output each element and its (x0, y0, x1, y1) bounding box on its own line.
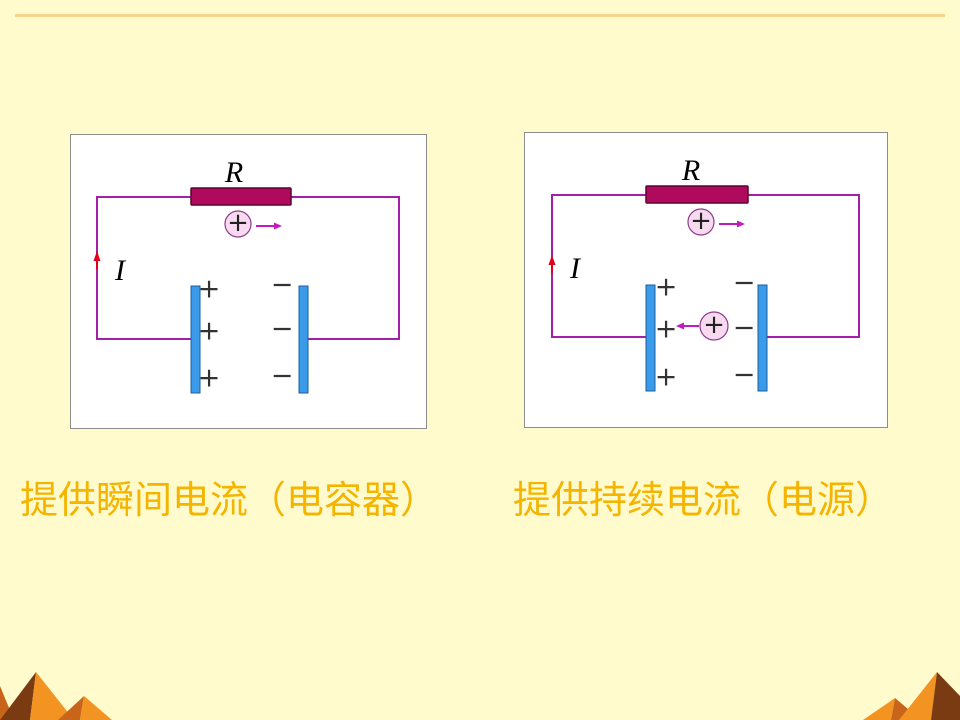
charge-sign: + (690, 206, 712, 236)
resistor (190, 187, 292, 206)
pyramid-facet (863, 698, 895, 720)
current-label: I (114, 254, 127, 287)
arrow-up-icon (93, 251, 101, 269)
pyramid-facet (30, 672, 74, 720)
wire-right-branch (748, 194, 860, 338)
power-source-circuit-panel: R I + + + − − − + + (524, 132, 888, 428)
pyramid-facet (931, 672, 960, 720)
resistor-label: R (224, 156, 243, 189)
minus-sign: − (733, 360, 756, 391)
capacitor-plate-positive (190, 285, 201, 394)
source-plate-negative (757, 284, 768, 392)
plus-sign: + (655, 362, 678, 393)
arrow-left-icon (676, 322, 699, 330)
corner-decoration-right (863, 672, 960, 720)
plus-sign: + (198, 316, 221, 347)
minus-sign: − (271, 361, 294, 392)
minus-sign: − (271, 314, 294, 345)
power-source-circuit-diagram: R I + + + − − − + + (548, 154, 860, 393)
pyramid-facet (899, 672, 937, 720)
current-label: I (569, 252, 582, 285)
internal-positive-charge-icon: + (699, 310, 729, 341)
capacitor-circuit-diagram: R I + + + − − − + (93, 156, 400, 394)
capacitor-caption: 提供瞬间电流（电容器） (20, 478, 439, 522)
pyramid-facet (0, 672, 36, 720)
wire-right-branch (291, 196, 400, 340)
positive-charge-icon: + (224, 208, 252, 238)
charge-sign: + (227, 208, 249, 238)
minus-sign: − (733, 313, 756, 344)
positive-charge-icon: + (687, 206, 715, 236)
plus-sign: + (655, 272, 678, 303)
power-source-caption: 提供持续电流（电源） (513, 478, 894, 522)
capacitor-plate-negative (298, 285, 309, 394)
wire-left-branch (551, 194, 646, 338)
wire-left-branch (96, 196, 191, 340)
pyramid-facet (58, 696, 84, 720)
source-plate-positive (645, 284, 656, 392)
arrow-up-icon (548, 255, 556, 273)
top-divider-line (15, 14, 945, 17)
corner-decoration-left (0, 672, 112, 720)
capacitor-circuit-panel: R I + + + − − − + (70, 134, 427, 429)
minus-sign: − (271, 270, 294, 301)
charge-sign: + (703, 310, 725, 340)
resistor (645, 185, 749, 204)
minus-sign: − (733, 268, 756, 299)
plus-sign: + (198, 363, 221, 394)
plus-sign: + (655, 314, 678, 345)
resistor-label: R (681, 154, 700, 187)
arrow-right-icon (256, 222, 282, 230)
pyramid-facet (80, 696, 112, 720)
plus-sign: + (198, 274, 221, 305)
arrow-right-icon (719, 220, 745, 228)
